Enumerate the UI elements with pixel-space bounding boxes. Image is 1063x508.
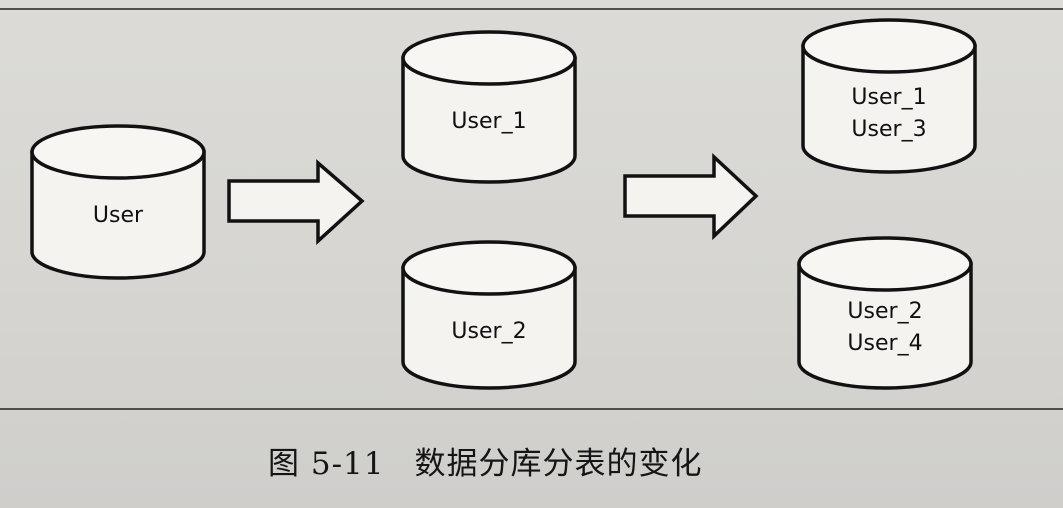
- db-cylinder-user-1-3: User_1 User_3: [801, 18, 977, 174]
- db-label-user: User: [93, 203, 144, 228]
- db-label-user-1: User_1: [451, 109, 526, 134]
- db-label-user-3-line2: User_3: [851, 117, 926, 142]
- db-cylinder-user-2-4: User_2 User_4: [797, 236, 973, 390]
- db-cylinder-user-2: User_2: [401, 240, 577, 390]
- figure-number: 图 5-11: [268, 446, 385, 482]
- db-label-user-1-line1: User_1: [851, 85, 926, 110]
- right-arrow-2: [623, 152, 759, 241]
- db-label-user-4-line2: User_4: [847, 331, 922, 356]
- right-arrow-1: [227, 159, 365, 245]
- figure-title: 数据分库分表的变化: [414, 446, 703, 482]
- db-label-user-2: User_2: [451, 319, 526, 344]
- db-cylinder-user-1: User_1: [401, 30, 577, 184]
- db-label-user-2-line1: User_2: [847, 299, 922, 324]
- db-cylinder-user: User: [30, 124, 206, 280]
- figure-caption: 图 5-11 数据分库分表的变化: [268, 438, 703, 483]
